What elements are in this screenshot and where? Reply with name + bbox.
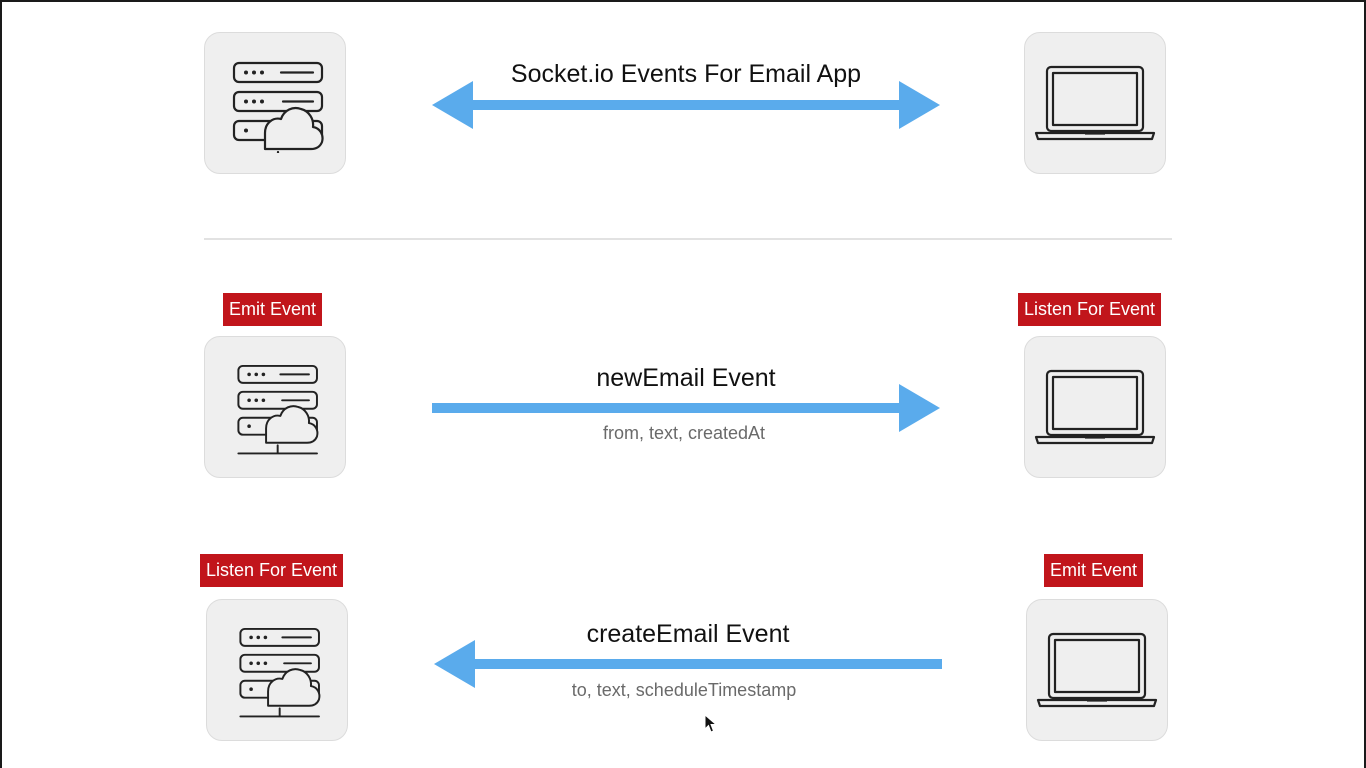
server-cloud-icon: [232, 61, 324, 153]
client-tile-header: [1024, 32, 1166, 174]
server-cloud-icon: [237, 364, 319, 455]
diagram-title: Socket.io Events For Email App: [510, 60, 862, 88]
payload-createemail: to, text, scheduleTimestamp: [571, 680, 797, 700]
event-name-newemail: newEmail Event: [596, 364, 776, 392]
client-tile-row1: [1024, 336, 1166, 478]
arrow-left: [434, 640, 942, 688]
server-tile-row2: [206, 599, 348, 741]
server-tile-header: [204, 32, 346, 174]
arrow-right: [432, 384, 940, 432]
server-role-tag: Listen For Event: [200, 554, 344, 587]
event-name-createemail: createEmail Event: [586, 620, 790, 648]
section-divider: [204, 238, 1172, 240]
client-role-tag: Listen For Event: [1018, 293, 1162, 326]
client-role-tag: Emit Event: [1044, 554, 1144, 587]
server-role-tag: Emit Event: [223, 293, 323, 326]
server-cloud-icon: [239, 627, 321, 718]
server-tile-row1: [204, 336, 346, 478]
payload-newemail: from, text, createdAt: [602, 423, 766, 443]
laptop-icon: [1034, 369, 1156, 445]
laptop-icon: [1034, 65, 1156, 141]
client-tile-row2: [1026, 599, 1168, 741]
bidirectional-arrow: [432, 81, 940, 129]
laptop-icon: [1036, 632, 1158, 708]
mouse-cursor-icon: [704, 714, 718, 733]
